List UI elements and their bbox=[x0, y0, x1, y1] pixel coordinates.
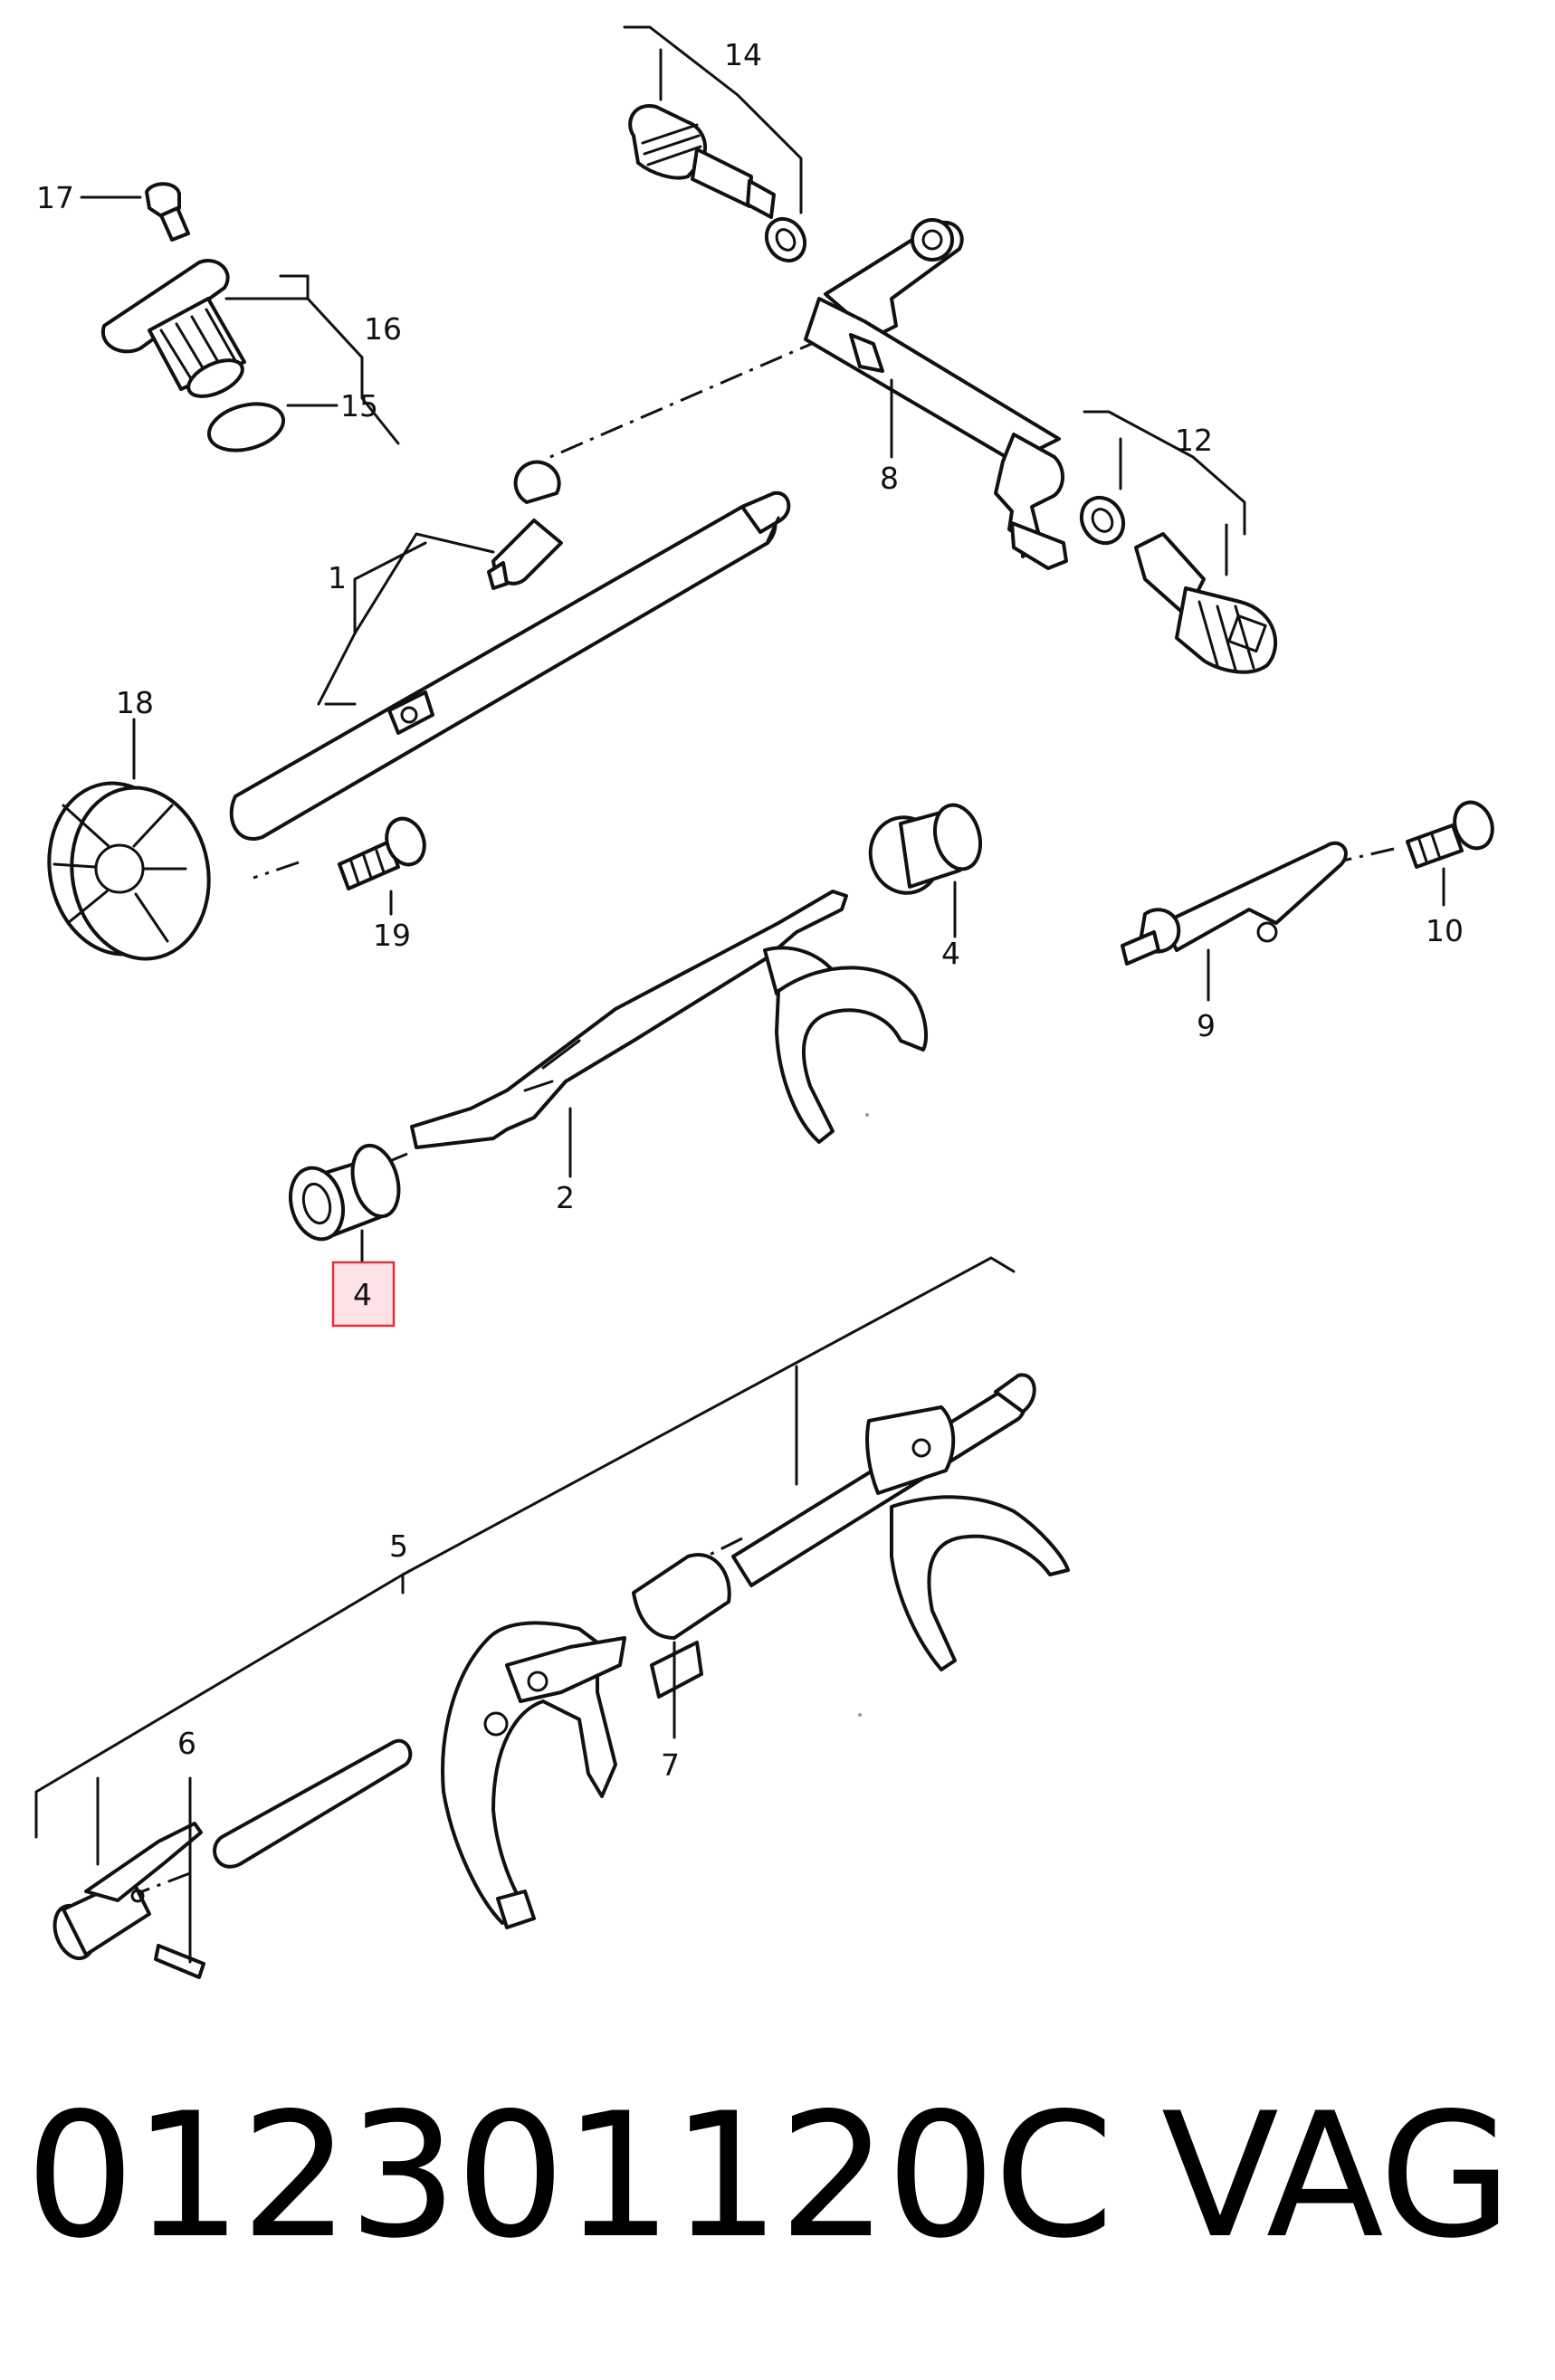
callout-5: 5 bbox=[389, 1528, 408, 1564]
callout-16: 16 bbox=[364, 311, 402, 347]
part-14-plug bbox=[628, 104, 807, 263]
callout-18: 18 bbox=[116, 685, 154, 720]
callout-4-highlighted: 4 bbox=[353, 1277, 372, 1312]
part-9-detent-lever bbox=[1121, 841, 1348, 966]
part-10-screw bbox=[1406, 800, 1494, 869]
bracket-14 bbox=[623, 25, 803, 214]
part-6-roll-pin bbox=[154, 1944, 205, 1979]
callout-10: 10 bbox=[1426, 913, 1464, 948]
part-1-shaft bbox=[229, 460, 791, 841]
part-12-plug bbox=[1079, 495, 1278, 674]
footer: 012301120C VAG bbox=[25, 2059, 1528, 2294]
part-18-cover-disc bbox=[47, 781, 211, 961]
callout-7: 7 bbox=[661, 1747, 680, 1783]
part-15-o-ring bbox=[206, 402, 286, 452]
part-5-end-lever bbox=[52, 1822, 203, 1961]
part-7-shift-fork bbox=[441, 1621, 626, 1929]
part-8-selector-rod bbox=[804, 218, 1068, 570]
callout-6: 6 bbox=[177, 1726, 196, 1761]
callout-4-upper: 4 bbox=[941, 936, 960, 971]
part-2-selector-fork bbox=[410, 890, 928, 1149]
part-16-cover bbox=[100, 259, 246, 398]
callout-2: 2 bbox=[556, 1180, 575, 1215]
callout-1: 1 bbox=[328, 560, 347, 595]
part-17-bolt bbox=[145, 182, 190, 242]
callout-14: 14 bbox=[724, 37, 762, 72]
bracket-1 bbox=[317, 532, 495, 706]
callout-8: 8 bbox=[880, 461, 899, 496]
bracket-12 bbox=[1083, 410, 1246, 536]
bracket-16 bbox=[224, 297, 400, 445]
highlight-box bbox=[331, 1261, 396, 1328]
callout-19: 19 bbox=[373, 918, 411, 953]
part-number: 012301120C bbox=[25, 2076, 1114, 2276]
part-4-bushing-lower bbox=[289, 1143, 401, 1242]
callout-9: 9 bbox=[1197, 1008, 1216, 1043]
callout-17: 17 bbox=[36, 180, 74, 215]
part-4-bushing-upper bbox=[868, 803, 982, 895]
part-5-selector-rod bbox=[213, 1373, 1070, 1869]
brand-name: VAG bbox=[1161, 2076, 1512, 2276]
callout-12: 12 bbox=[1175, 423, 1213, 458]
part-19-screw bbox=[338, 816, 426, 890]
callout-15: 15 bbox=[340, 388, 378, 424]
